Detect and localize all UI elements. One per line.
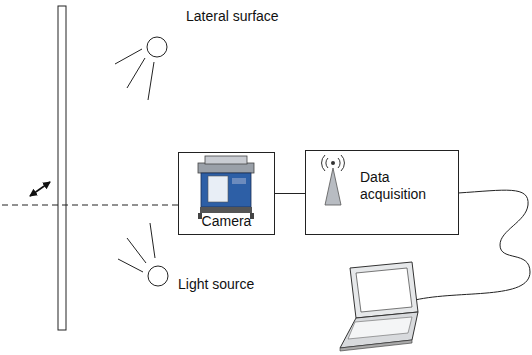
light-label: Light source <box>176 276 256 293</box>
box-label: Data acquisition <box>360 169 448 203</box>
laptop-icon <box>340 262 418 351</box>
specimen-bar <box>58 6 66 330</box>
camera-box: Camera <box>178 152 275 235</box>
antenna-icon <box>322 155 345 205</box>
camera-icon <box>198 156 254 219</box>
optical-axis <box>2 205 178 206</box>
light-rays-upper <box>115 49 154 100</box>
signal-line <box>275 193 305 194</box>
lamp-lower <box>148 266 168 286</box>
light-label: Lateral surface <box>184 8 281 25</box>
motion-arrow <box>30 182 50 196</box>
acquisition-box: Data acquisition <box>305 150 459 235</box>
laptop-cable <box>415 190 530 300</box>
box-label: Camera <box>202 213 252 230</box>
light-rays-lower <box>118 223 155 272</box>
lamp-upper <box>147 37 167 57</box>
